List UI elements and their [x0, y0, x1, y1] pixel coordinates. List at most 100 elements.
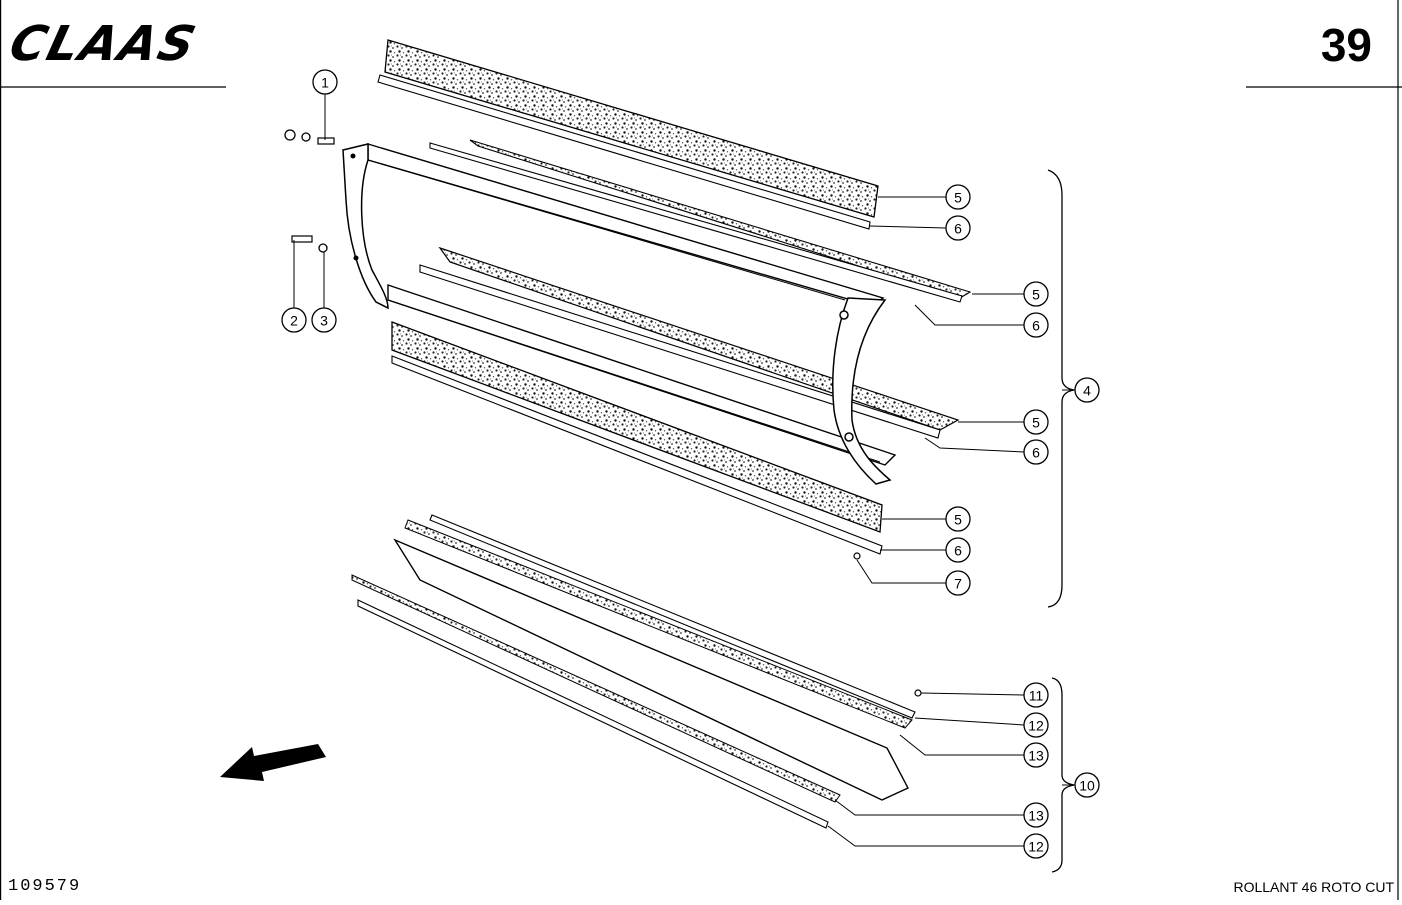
callout-circle — [1023, 409, 1049, 435]
callout-1: 1 — [312, 69, 338, 95]
leader-line-13 — [899, 734, 1024, 756]
callout-circle — [945, 506, 971, 532]
callout-circle — [312, 69, 338, 95]
callout-label: 3 — [320, 313, 328, 329]
bolt-hardware-top — [284, 129, 335, 145]
callout-label: 4 — [1083, 383, 1091, 399]
callout-circle — [1023, 312, 1049, 338]
leader-line-11 — [920, 692, 1025, 696]
lower-assembly-bottom-strip — [357, 599, 829, 829]
callout-5: 5 — [1023, 281, 1049, 307]
callout-11: 11 — [1023, 682, 1049, 708]
callout-12: 12 — [1023, 833, 1049, 859]
leader-line-12 — [914, 717, 1025, 726]
callout-7: 7 — [945, 570, 971, 596]
callout-label: 13 — [1028, 748, 1044, 764]
drawing-number: 109579 — [8, 877, 82, 896]
callout-label: 1 — [321, 75, 329, 91]
callout-6: 6 — [945, 215, 971, 241]
page-number: 39 — [1320, 19, 1372, 71]
retaining-strip-second — [429, 142, 963, 303]
callout-circle — [1023, 833, 1049, 859]
left-side-bracket — [342, 143, 389, 310]
callout-5: 5 — [945, 184, 971, 210]
callout-circle — [311, 307, 337, 333]
bracket-hole — [839, 310, 849, 320]
callout-5: 5 — [945, 506, 971, 532]
rivet-11 — [914, 689, 922, 697]
lower-angle-frame — [387, 284, 897, 466]
svg-text:CLAAS: CLAAS — [4, 17, 202, 72]
model-name: ROLLANT 46 ROTO CUT — [1233, 879, 1394, 895]
callout-label: 2 — [290, 313, 298, 329]
bracket-hole — [353, 255, 359, 261]
callout-circle — [1023, 712, 1049, 738]
callout-circle — [945, 215, 971, 241]
callout-6: 6 — [1023, 439, 1049, 465]
foam-strip-bottom — [391, 321, 883, 533]
callout-leader-lines — [293, 94, 1075, 847]
callout-label: 10 — [1079, 778, 1095, 794]
lower-assembly-foam-strip-lower — [351, 574, 841, 803]
callout-label: 12 — [1028, 839, 1044, 855]
callout-label: 12 — [1028, 718, 1044, 734]
direction-arrow — [220, 744, 326, 781]
claas-logo: CLAAS — [4, 17, 202, 72]
callout-circle — [1074, 772, 1100, 798]
callout-label: 5 — [1032, 287, 1040, 303]
callout-6: 6 — [945, 537, 971, 563]
callout-4: 4 — [1074, 377, 1100, 403]
callout-5: 5 — [1023, 409, 1049, 435]
callout-label: 6 — [1032, 445, 1040, 461]
callout-label: 13 — [1028, 808, 1044, 824]
bracket-hole — [844, 432, 854, 442]
rivet-7 — [853, 552, 861, 560]
callout-circle — [1023, 742, 1049, 768]
callout-12: 12 — [1023, 712, 1049, 738]
callout-label: 11 — [1029, 688, 1044, 704]
lower-angle-frame-edge — [387, 299, 881, 463]
leader-line-13 — [834, 799, 1024, 816]
callout-circle — [1023, 802, 1049, 828]
callout-circle — [945, 537, 971, 563]
callout-label: 5 — [1032, 415, 1040, 431]
leader-line-6 — [924, 437, 1025, 453]
leader-line-6 — [869, 225, 947, 229]
callout-13: 13 — [1023, 742, 1049, 768]
callout-label: 6 — [954, 221, 962, 237]
callout-circle — [945, 570, 971, 596]
retaining-strip-bottom — [391, 355, 883, 555]
callout-circle — [1023, 439, 1049, 465]
leader-line-7 — [856, 559, 946, 584]
lower-assembly-foam-strip — [404, 519, 913, 729]
callout-circle — [1023, 682, 1049, 708]
callout-circle — [1074, 377, 1100, 403]
bolt-hardware-middle — [291, 235, 328, 253]
callout-circle — [945, 184, 971, 210]
callout-label: 5 — [954, 190, 962, 206]
bracket-hole — [350, 153, 356, 159]
upper-angle-frame-edge — [367, 159, 846, 301]
lower-assembly-notched-plate — [393, 538, 909, 801]
callout-circle — [281, 307, 307, 333]
retaining-strip-top — [377, 74, 871, 230]
callout-6: 6 — [1023, 312, 1049, 338]
callout-label: 6 — [954, 543, 962, 559]
retaining-strip-third — [419, 264, 941, 439]
callout-label: 7 — [954, 576, 962, 592]
leader-line-12 — [827, 825, 1024, 847]
group-4-brace — [1047, 169, 1075, 608]
callout-13: 13 — [1023, 802, 1049, 828]
callout-label: 5 — [954, 512, 962, 528]
group-10-brace — [1051, 677, 1075, 873]
callout-label: 6 — [1032, 318, 1040, 334]
leader-line-6 — [914, 304, 1024, 326]
callout-10: 10 — [1074, 772, 1100, 798]
callout-3: 3 — [311, 307, 337, 333]
foam-strip-top — [384, 39, 879, 218]
callout-2: 2 — [281, 307, 307, 333]
lower-assembly-top-strip — [429, 514, 916, 719]
